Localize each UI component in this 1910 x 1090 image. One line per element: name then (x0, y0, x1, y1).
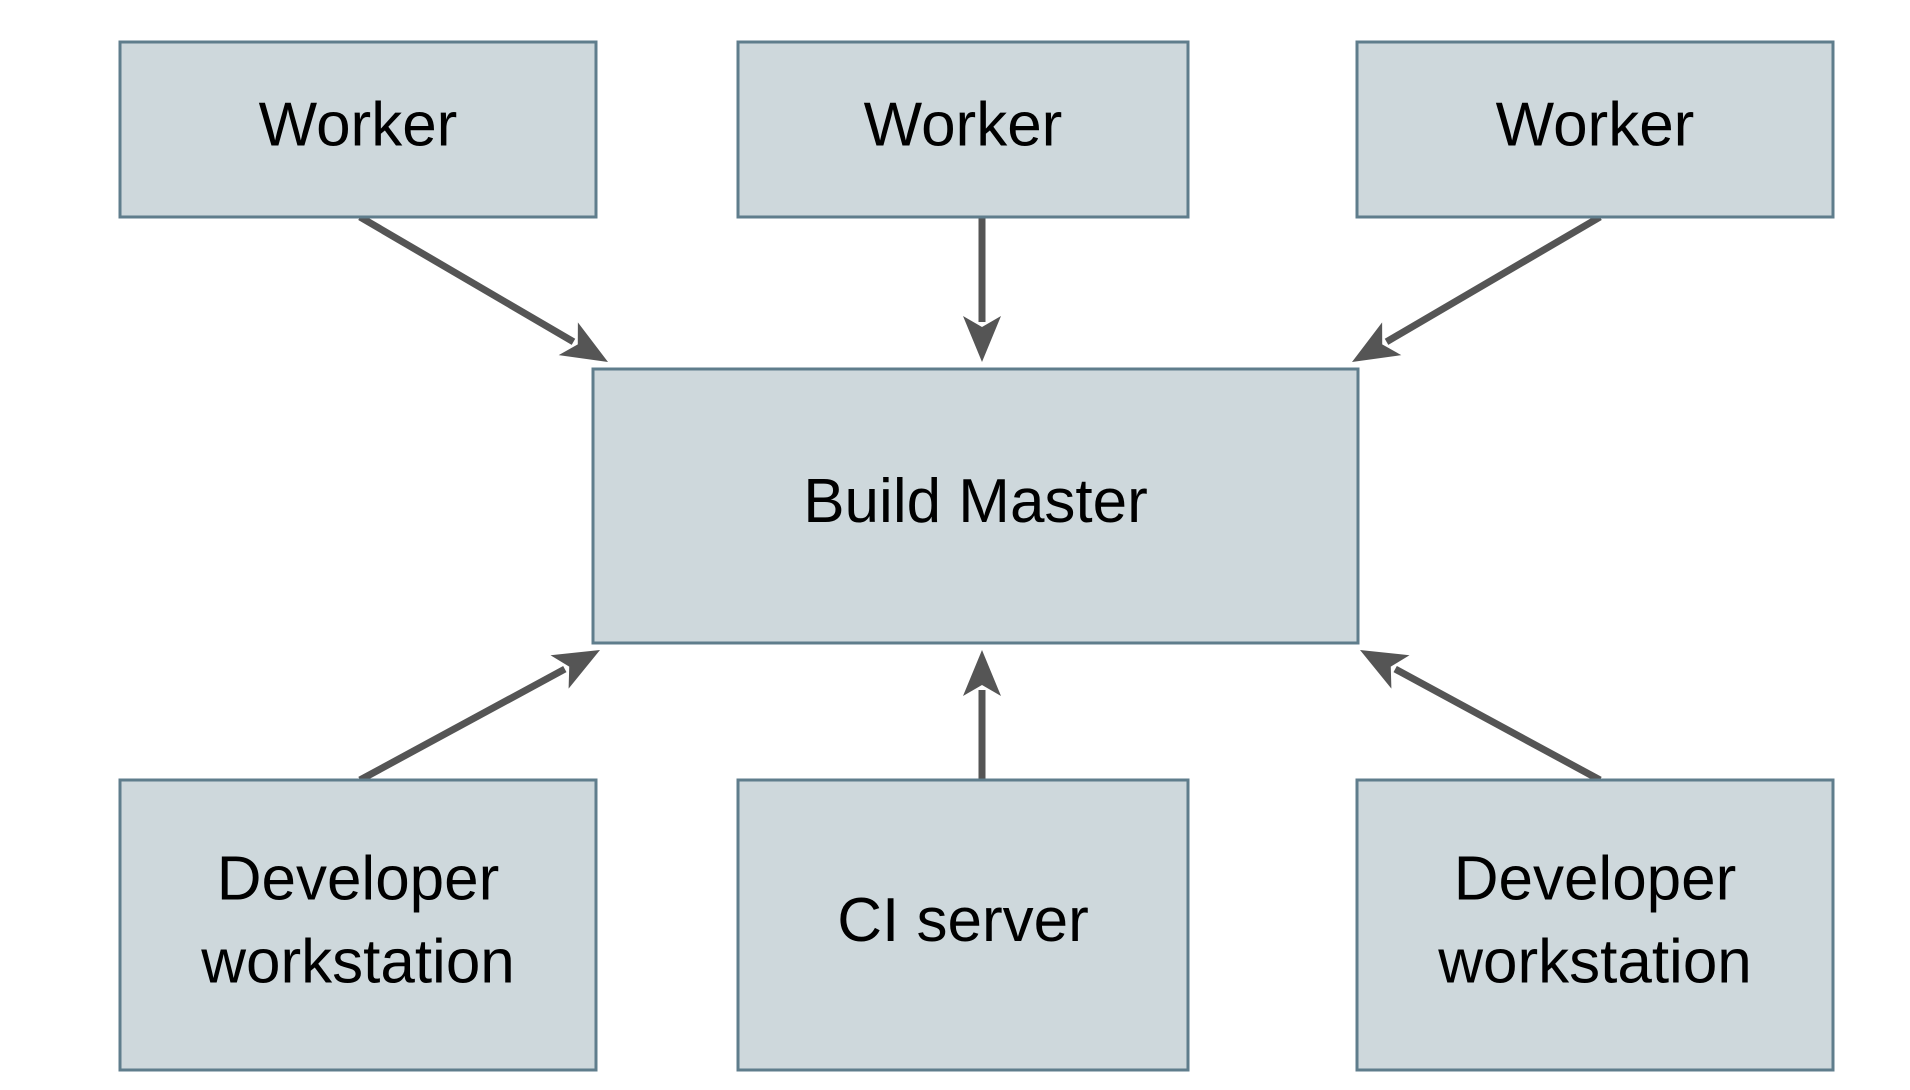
edge-worker-1-to-build-master (358, 213, 608, 362)
node-build-master[interactable]: Build Master (591, 367, 1360, 645)
node-worker-1[interactable]: Worker (118, 40, 598, 219)
edge-worker-3-to-build-master (1352, 213, 1602, 362)
node-label-dev-workstation-right: Developer workstation (1437, 845, 1752, 997)
edge-line (358, 213, 576, 345)
edge-ci-server-to-build-master (963, 650, 1001, 780)
node-worker-2[interactable]: Worker (736, 40, 1190, 219)
arrowhead-icon (963, 650, 1001, 696)
node-label-ci-server: CI server (837, 886, 1088, 955)
node-label-line: workstation (200, 928, 515, 997)
node-dev-workstation-left[interactable]: Developer workstation (118, 778, 598, 1072)
node-label-line: workstation (1437, 928, 1752, 997)
node-box-dev-workstation-left[interactable] (118, 778, 598, 1072)
node-box-worker-3[interactable] (1355, 40, 1835, 219)
edge-dev-workstation-left-to-build-master (358, 650, 600, 784)
arrowhead-icon (550, 650, 600, 689)
arrowhead-icon (558, 322, 608, 362)
edge-line (1384, 213, 1602, 345)
node-box-dev-workstation-right[interactable] (1355, 778, 1835, 1072)
node-label-line: Worker (864, 91, 1063, 160)
node-label-line: Worker (259, 91, 458, 160)
node-label-worker-3: Worker (1496, 91, 1695, 160)
node-label-line: CI server (837, 886, 1088, 955)
node-box-worker-2[interactable] (736, 40, 1190, 219)
node-box-worker-1[interactable] (118, 40, 598, 219)
node-ci-server[interactable]: CI server (736, 778, 1190, 1072)
edge-worker-2-to-build-master (963, 217, 1001, 362)
node-label-worker-2: Worker (864, 91, 1063, 160)
node-box-build-master[interactable] (591, 367, 1360, 645)
node-dev-workstation-right[interactable]: Developer workstation (1355, 778, 1835, 1072)
arrowhead-icon (1360, 650, 1410, 689)
node-label-dev-workstation-left: Developer workstation (200, 845, 515, 997)
edges-layer (358, 213, 1602, 784)
node-label-worker-1: Worker (259, 91, 458, 160)
node-label-line: Build Master (803, 467, 1148, 536)
edge-line (358, 665, 567, 784)
node-label-build-master: Build Master (803, 467, 1148, 536)
node-worker-3[interactable]: Worker (1355, 40, 1835, 219)
node-label-line: Developer (217, 845, 500, 914)
node-box-ci-server[interactable] (736, 778, 1190, 1072)
arrowhead-icon (1352, 322, 1402, 362)
edge-dev-workstation-right-to-build-master (1360, 650, 1602, 784)
node-label-line: Worker (1496, 91, 1695, 160)
arrowhead-icon (963, 316, 1001, 362)
edge-line (1393, 665, 1602, 784)
node-label-line: Developer (1454, 845, 1737, 914)
